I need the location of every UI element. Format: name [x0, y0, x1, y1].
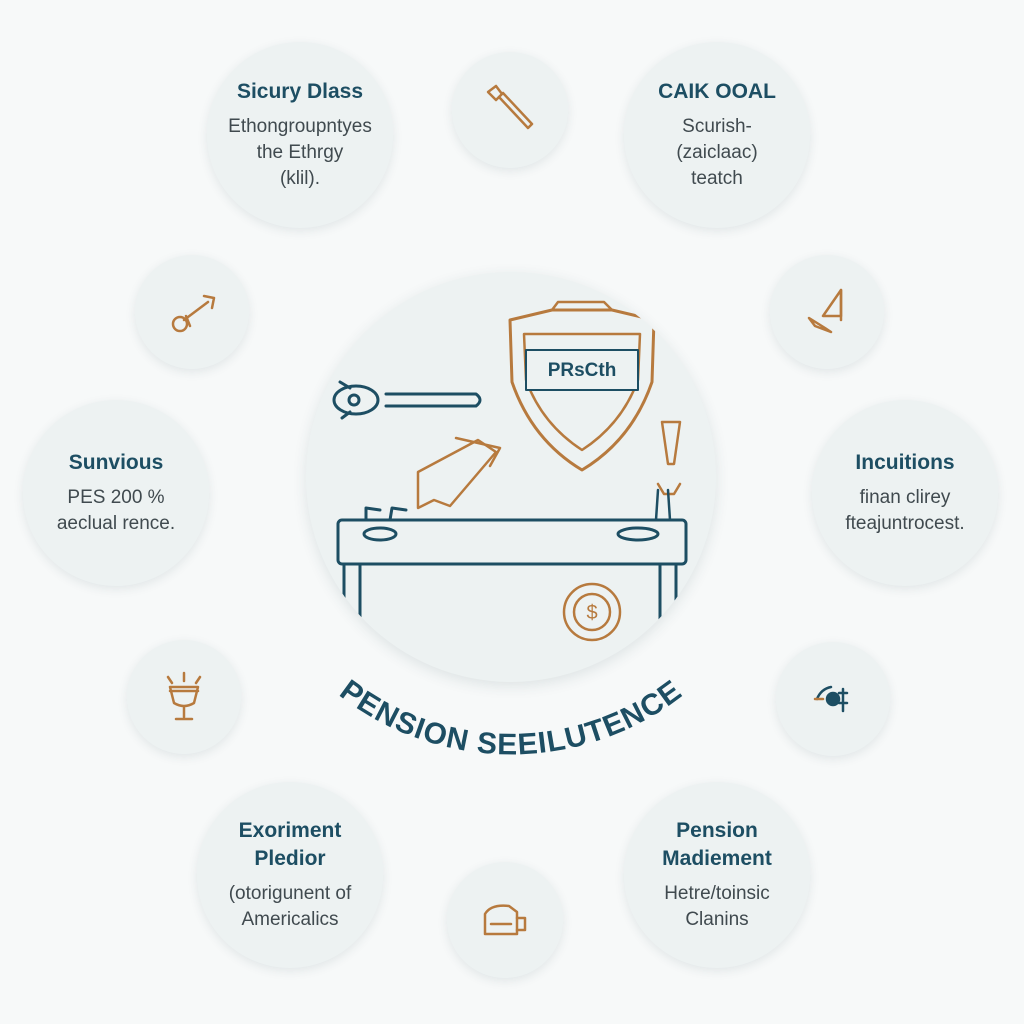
- arrow-icon: [416, 436, 502, 510]
- node-line: (otorigunent of: [228, 883, 352, 904]
- dollar-dial-icon: [813, 685, 849, 713]
- node-mid-left: Sunvious PES 200 % aeclual rence.: [23, 400, 209, 586]
- node-bottom-right: Pension Madiement Hetre/toinsic Clanins: [624, 782, 810, 968]
- node-line: aeclual rence.: [56, 513, 176, 534]
- node-line: (zaiclaac): [676, 142, 758, 163]
- node-line: teatch: [691, 168, 743, 189]
- sailboat-icon: [807, 288, 843, 334]
- screwdriver-icon: [486, 84, 534, 130]
- wrench-icon: [332, 380, 482, 420]
- node-line: the Ethrgy: [256, 142, 344, 163]
- node-line: PES 200 %: [67, 487, 165, 508]
- node-top-left: Sicury Dlass Ethongroupntyes the Ethrgy …: [207, 42, 393, 228]
- node-top-right: CAIK OOAL Scurish- (zaiclaac) teatch: [624, 42, 810, 228]
- node-line: Scurish-: [682, 116, 752, 137]
- tool-icon: [171, 294, 216, 333]
- wallet-icon: [483, 904, 527, 936]
- node-title: Incuitions: [855, 451, 955, 474]
- node-line: (klil).: [279, 168, 321, 189]
- shield-label: PRsCth: [548, 360, 617, 381]
- dollar-coin-icon: $: [562, 582, 622, 642]
- node-line: fteajuntrocest.: [845, 513, 965, 534]
- node-title: Pension Madiement: [662, 819, 772, 870]
- center-illustration: PRsCth $: [306, 272, 716, 682]
- node-line: Americalics: [241, 909, 339, 930]
- icon-node-upper-left: [135, 255, 249, 369]
- shield-icon: [508, 300, 656, 472]
- icon-node-bottom: [447, 862, 563, 978]
- node-mid-right: Incuitions finan clirey fteajuntrocest.: [812, 400, 998, 586]
- trophy-cup-icon: [166, 671, 202, 721]
- node-line: Ethongroupntyes: [228, 116, 372, 137]
- icon-node-top: [452, 52, 568, 168]
- diagram-title: PENSION SEEILUTENCE: [334, 674, 688, 762]
- desk-icon: [336, 506, 688, 624]
- svg-text:$: $: [586, 602, 597, 624]
- pen-icon: [654, 420, 682, 522]
- node-title: Exoriment Pledior: [238, 819, 342, 870]
- node-line: finan clirey: [859, 487, 951, 508]
- node-line: Clanins: [685, 909, 749, 930]
- node-bottom-left: Exoriment Pledior (otorigunent of Americ…: [197, 782, 383, 968]
- node-title: Sunvious: [68, 451, 164, 474]
- icon-node-lower-right: [776, 642, 890, 756]
- icon-node-lower-left: [127, 640, 241, 754]
- node-line: Hetre/toinsic: [664, 883, 770, 904]
- icon-node-upper-right: [770, 255, 884, 369]
- node-title: Sicury Dlass: [236, 80, 364, 103]
- node-title: CAIK OOAL: [658, 80, 776, 103]
